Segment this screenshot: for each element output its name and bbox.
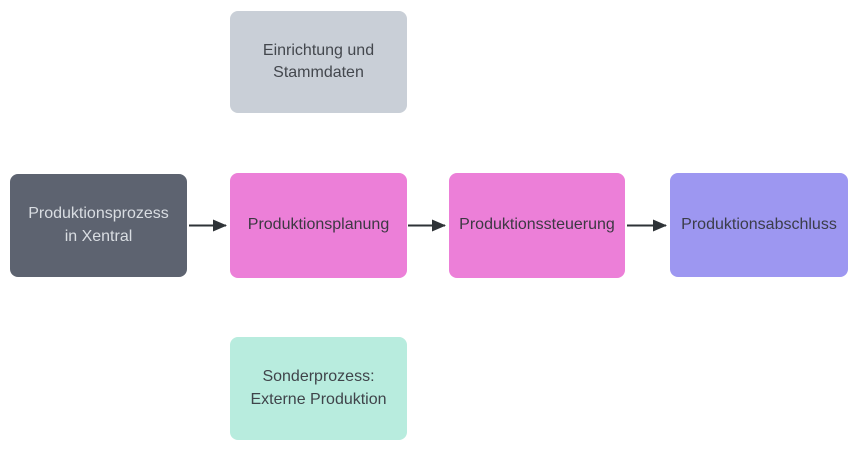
node-produktionsplanung: Produktionsplanung [230,173,407,278]
node-label: Produktionsplanung [247,216,390,234]
node-label: Produktionsprozess in Xentral [28,205,169,245]
node-label: Produktionsabschluss [681,215,837,233]
node-produktionsabschluss: Produktionsabschluss [670,173,848,277]
node-label: Produktionssteuerung [459,216,615,234]
node-sonderprozess-externe-produktion: Sonderprozess: Externe Produktion [230,337,407,440]
node-label: Einrichtung und Stammdaten [262,41,375,81]
node-label: Sonderprozess: Externe Produktion [250,368,387,408]
node-produktionsprozess-in-xentral: Produktionsprozess in Xentral [10,174,187,277]
node-produktionssteuerung: Produktionssteuerung [449,173,625,278]
node-einrichtung-und-stammdaten: Einrichtung und Stammdaten [230,11,407,113]
